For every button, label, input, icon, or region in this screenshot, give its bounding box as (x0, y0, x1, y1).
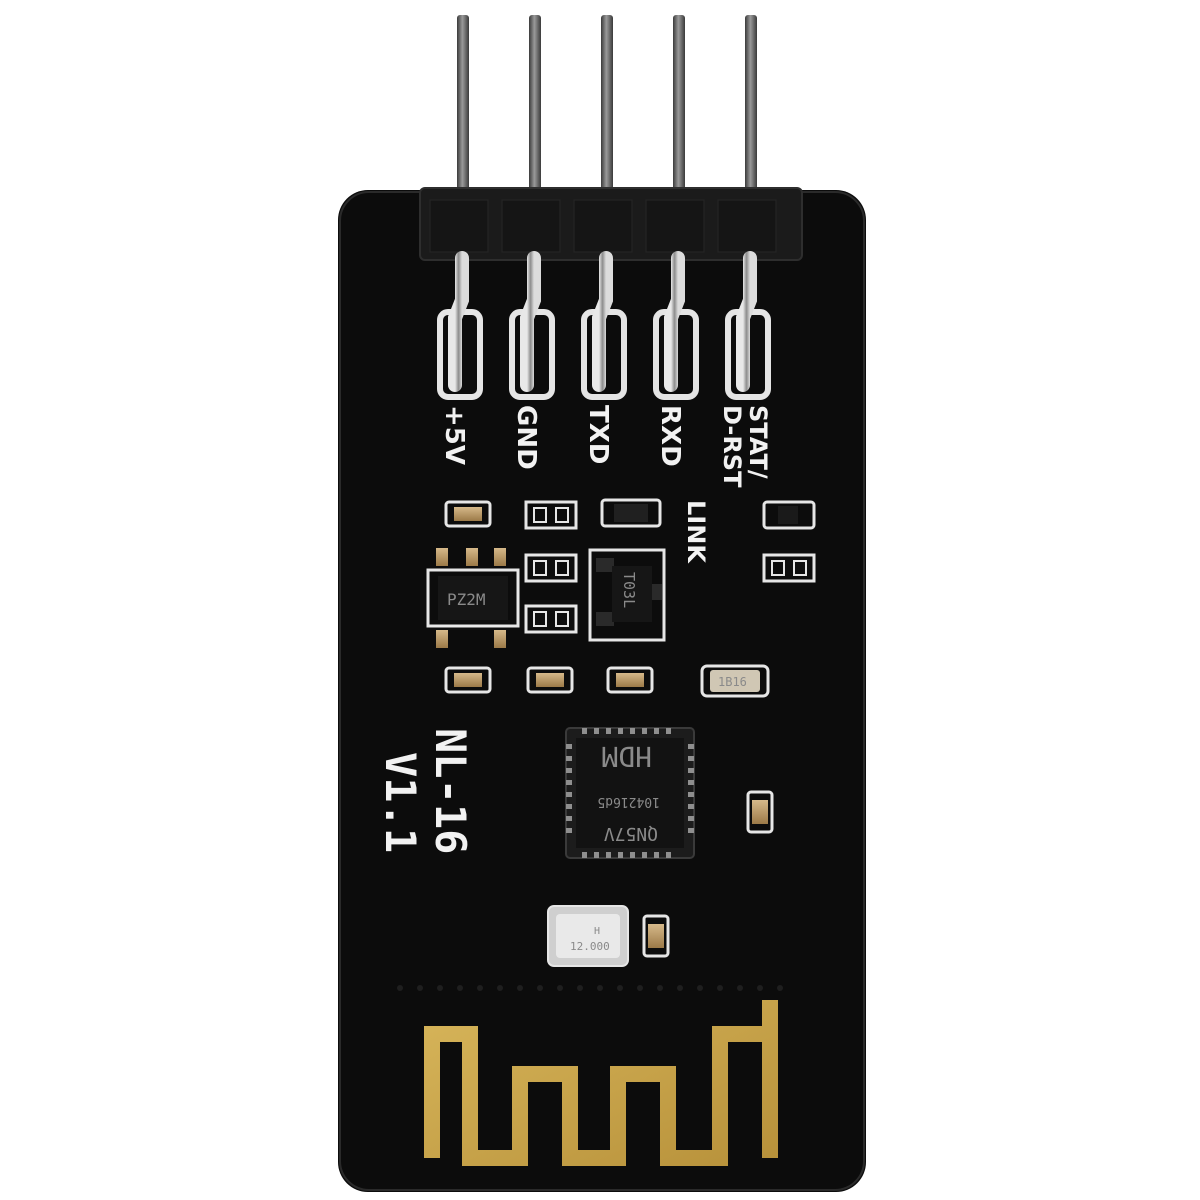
via-row (397, 985, 783, 991)
sot-right-marking: T03L (620, 572, 638, 608)
main-chip-marking-1: HDM (601, 740, 652, 773)
smd-components: PZ2M T03L 1B16 (426, 498, 816, 958)
pin-label-drst: D-RST (718, 405, 746, 488)
pin-legs (437, 251, 771, 400)
main-chip: HDM 104216d5 QN57V (565, 727, 695, 859)
header-pins (457, 15, 757, 195)
board-model-name: NL-16 (426, 728, 475, 854)
pcb-board (338, 190, 866, 1192)
pin-label-stat: STAT/ (744, 405, 772, 479)
pin-label-rxd: RXD (655, 405, 685, 467)
main-chip-marking-3: QN57V (604, 823, 658, 844)
header-connector (419, 187, 803, 261)
crystal-large: H 12.000 (547, 905, 629, 967)
pin-label-gnd: GND (511, 405, 541, 470)
main-chip-marking-2: 104216d5 (597, 794, 660, 809)
pin-label-5v: +5V (439, 405, 469, 465)
pcb-antenna (424, 1000, 778, 1166)
crystal-large-marking-2: 12.000 (570, 940, 610, 953)
board-version: V1.1 (376, 752, 425, 853)
crystal-large-marking-1: H (594, 926, 600, 937)
sot-left-marking: PZ2M (447, 590, 486, 609)
pin-labels: +5V GND TXD RXD STAT/ D-RST LINK (439, 405, 772, 564)
board-model: NL-16 V1.1 (376, 728, 475, 854)
link-label: LINK (682, 500, 710, 564)
pin-label-txd: TXD (583, 405, 613, 464)
crystal-small-marking: 1B16 (718, 675, 747, 689)
